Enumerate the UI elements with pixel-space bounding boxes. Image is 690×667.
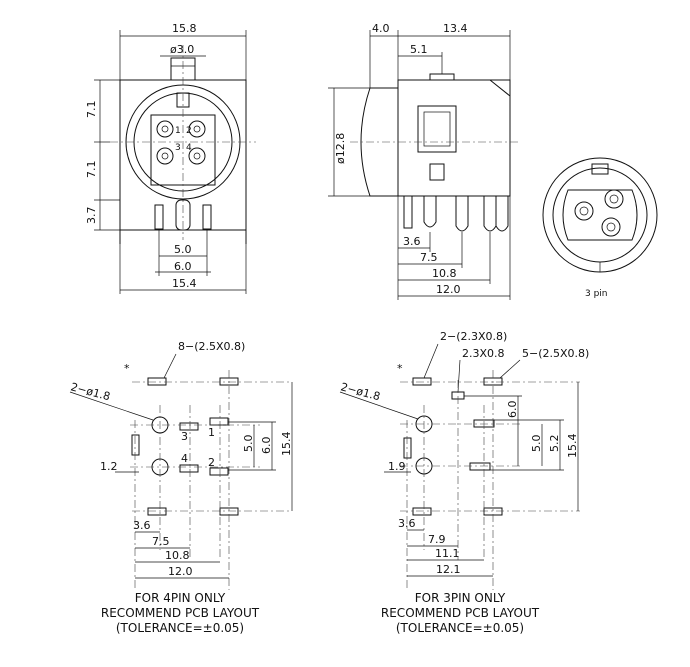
layout3-marker: * <box>397 362 403 375</box>
layout4-hole-callout: 2−ø1.8 <box>69 380 111 403</box>
layout4-caption-line-1: FOR 4PIN ONLY <box>134 591 226 605</box>
front-pin-label-3: 3 <box>175 143 181 153</box>
layout3-caption-line-1: FOR 3PIN ONLY <box>414 591 506 605</box>
front-width-bottom: 15.4 <box>172 277 197 290</box>
layout4-pin-label-3: 3 <box>181 430 188 443</box>
layout4-dim-36: 3.6 <box>133 519 151 532</box>
front-view: 1 2 3 4 15.8 ø3.0 7.1 7.1 3.7 5.0 <box>85 22 256 294</box>
front-height-pins: 3.7 <box>85 207 98 225</box>
layout3-dim-121: 12.1 <box>436 563 461 576</box>
layout4-caption: FOR 4PIN ONLY RECOMMEND PCB LAYOUT (TOLE… <box>80 591 280 636</box>
layout3-dim-52: 5.2 <box>548 435 561 453</box>
front-pin-label-1: 1 <box>175 126 181 136</box>
front-pin-spacing-inner: 5.0 <box>174 243 192 256</box>
front-hole-dia: ø3.0 <box>170 43 194 56</box>
layout3-dim-left: 1.9 <box>388 460 406 473</box>
layout3-caption: FOR 3PIN ONLY RECOMMEND PCB LAYOUT (TOLE… <box>360 591 560 636</box>
front-width-top: 15.8 <box>172 22 197 35</box>
layout4-pin-label-4: 4 <box>181 452 188 465</box>
layout3-pad-callout-a: 2−(2.3X0.8) <box>440 330 507 343</box>
layout4-dim-120: 12.0 <box>168 565 193 578</box>
layout4-caption-line-3: (TOLERANCE=±0.05) <box>115 621 245 635</box>
layout3-dim-111: 11.1 <box>435 547 460 560</box>
front-pin-label-4: 4 <box>186 143 192 153</box>
pin3-view: 3 pin <box>542 157 658 299</box>
layout3-pad-callout-b: 2.3X0.8 <box>462 347 505 360</box>
layout4-dim-6: 6.0 <box>260 437 273 455</box>
layout4-pad-callout: 8−(2.5X0.8) <box>178 340 245 353</box>
front-height-upper: 7.1 <box>85 101 98 119</box>
side-offset-tab: 5.1 <box>410 43 428 56</box>
layout3-caption-line-3: (TOLERANCE=±0.05) <box>395 621 525 635</box>
side-pin-dim-4: 12.0 <box>436 283 461 296</box>
side-pin-dim-1: 3.6 <box>403 235 421 248</box>
layout-4pin: * 8−(2.5X0.8) 3 1 4 2 2−ø1.8 5.0 <box>69 340 293 590</box>
layout4-marker: * <box>124 362 130 375</box>
layout3-dim-6: 6.0 <box>506 401 519 419</box>
side-pin-dim-3: 10.8 <box>432 267 457 280</box>
layout4-dim-left: 1.2 <box>100 460 118 473</box>
side-diameter: ø12.8 <box>334 133 347 164</box>
front-pin-spacing-outer: 6.0 <box>174 260 192 273</box>
layout3-dim-5: 5.0 <box>530 435 543 453</box>
side-body-length: 13.4 <box>443 22 468 35</box>
layout4-dim-75: 7.5 <box>152 535 170 548</box>
layout3-dim-36: 3.6 <box>398 517 416 530</box>
layout4-dim-5: 5.0 <box>242 435 255 453</box>
layout4-dim-15: 15.4 <box>280 432 293 457</box>
layout4-dim-108: 10.8 <box>165 549 190 562</box>
layout4-caption-line-2: RECOMMEND PCB LAYOUT <box>100 606 260 620</box>
layout4-pin-label-2: 2 <box>208 456 215 469</box>
layout3-dim-79: 7.9 <box>428 533 446 546</box>
side-pin-dim-2: 7.5 <box>420 251 438 264</box>
layout-3pin: * 2−(2.3X0.8) 2.3X0.8 5−(2.5X0.8) 2−ø1.8 <box>339 330 589 590</box>
layout3-caption-line-2: RECOMMEND PCB LAYOUT <box>380 606 540 620</box>
pin3-label: 3 pin <box>585 289 608 299</box>
front-height-lower: 7.1 <box>85 161 98 179</box>
side-offset-back: 4.0 <box>372 22 390 35</box>
layout4-pin-label-1: 1 <box>208 426 215 439</box>
layout3-pad-callout-c: 5−(2.5X0.8) <box>522 347 589 360</box>
layout3-hole-callout: 2−ø1.8 <box>339 380 381 403</box>
side-view: 4.0 13.4 5.1 ø12.8 3.6 7.5 10.8 12.0 <box>328 22 520 300</box>
layout3-dim-15: 15.4 <box>566 434 579 459</box>
front-pin-label-2: 2 <box>186 126 192 136</box>
